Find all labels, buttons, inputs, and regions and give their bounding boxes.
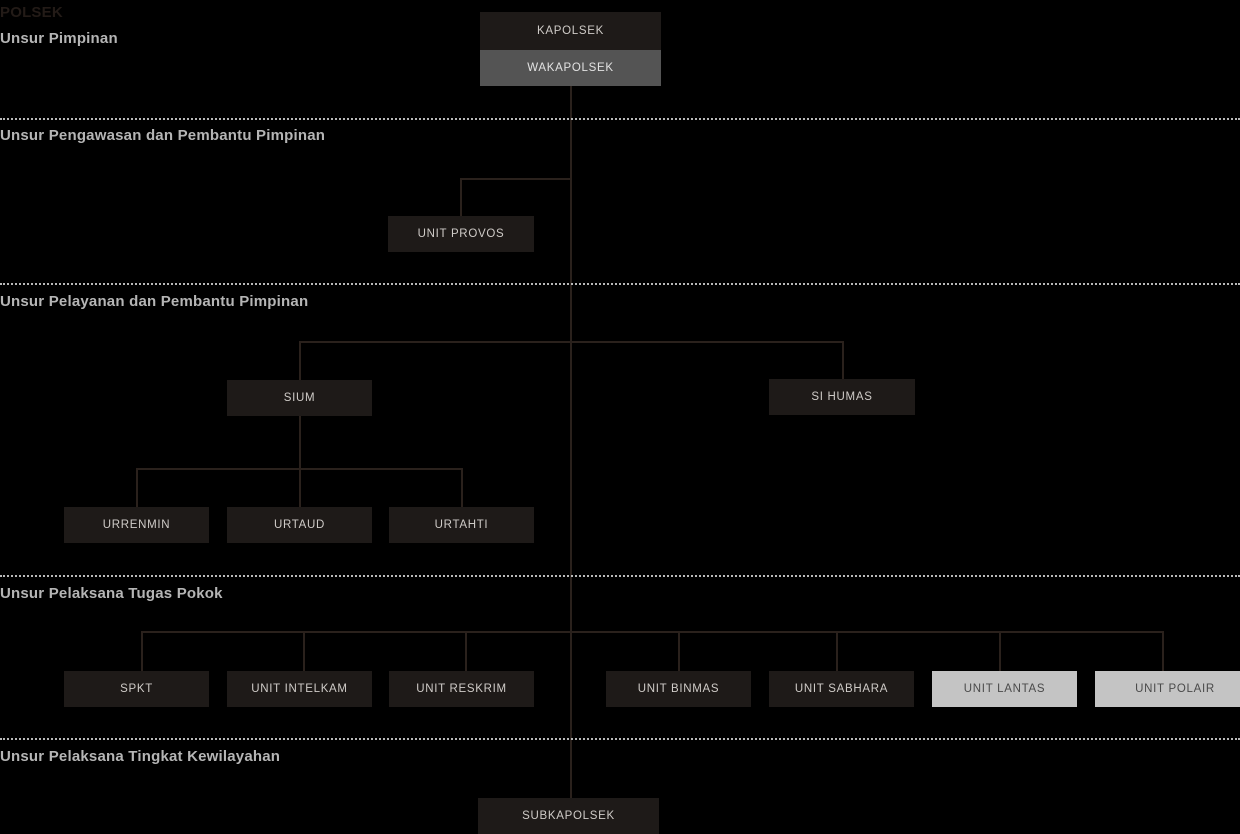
node-si-humas[interactable]: SI HUMAS <box>769 379 915 415</box>
node-unit-polair[interactable]: UNIT POLAIR <box>1095 671 1240 707</box>
section-label-unsur-pimpinan: Unsur Pimpinan <box>0 30 118 47</box>
node-sium[interactable]: SIUM <box>227 380 372 416</box>
node-unit-reskrim[interactable]: UNIT RESKRIM <box>389 671 534 707</box>
connector-urtaud-drop <box>299 468 301 507</box>
connector-intelkam-drop <box>303 631 305 671</box>
node-unit-intelkam[interactable]: UNIT INTELKAM <box>227 671 372 707</box>
connector-reskrim-drop <box>465 631 467 671</box>
connector-binmas-drop <box>678 631 680 671</box>
section-label-unsur-kewilayahan: Unsur Pelaksana Tingkat Kewilayahan <box>0 748 281 765</box>
node-subkapolsek[interactable]: SUBKAPOLSEK <box>478 798 659 834</box>
connector-urrenmin-drop <box>136 468 138 507</box>
node-unit-provos[interactable]: UNIT PROVOS <box>388 216 534 252</box>
section-divider-3 <box>0 575 1240 577</box>
node-unit-binmas[interactable]: UNIT BINMAS <box>606 671 751 707</box>
connector-sihumas-drop <box>842 341 844 379</box>
node-unit-lantas[interactable]: UNIT LANTAS <box>932 671 1077 707</box>
node-kapolsek[interactable]: KAPOLSEK <box>480 12 661 50</box>
connector-lantas-drop <box>999 631 1001 671</box>
section-label-unsur-pelayanan: Unsur Pelayanan dan Pembantu Pimpinan <box>0 293 309 310</box>
connector-main-trunk <box>570 86 572 798</box>
connector-staff-bar <box>299 341 844 343</box>
section-label-unsur-pengawasan: Unsur Pengawasan dan Pembantu Pimpinan <box>0 127 326 144</box>
connector-sium-stem <box>299 416 301 468</box>
node-unit-sabhara[interactable]: UNIT SABHARA <box>769 671 914 707</box>
section-divider-4 <box>0 738 1240 740</box>
connector-provos-vertical <box>460 178 462 216</box>
section-divider-2 <box>0 283 1240 285</box>
node-urrenmin[interactable]: URRENMIN <box>64 507 209 543</box>
node-urtahti[interactable]: URTAHTI <box>389 507 534 543</box>
connector-provos-horizontal <box>460 178 572 180</box>
connector-ops-bar <box>141 631 1164 633</box>
node-urtaud[interactable]: URTAUD <box>227 507 372 543</box>
node-wakapolsek[interactable]: WAKAPOLSEK <box>480 50 661 86</box>
page-title: POLSEK <box>0 4 63 21</box>
connector-sabhara-drop <box>836 631 838 671</box>
connector-polair-drop <box>1162 631 1164 671</box>
connector-urtahti-drop <box>461 468 463 507</box>
node-spkt[interactable]: SPKT <box>64 671 209 707</box>
section-label-unsur-pelaksana-tugas: Unsur Pelaksana Tugas Pokok <box>0 585 223 602</box>
section-divider-1 <box>0 118 1240 120</box>
connector-spkt-drop <box>141 631 143 671</box>
connector-sium-drop <box>299 341 301 380</box>
